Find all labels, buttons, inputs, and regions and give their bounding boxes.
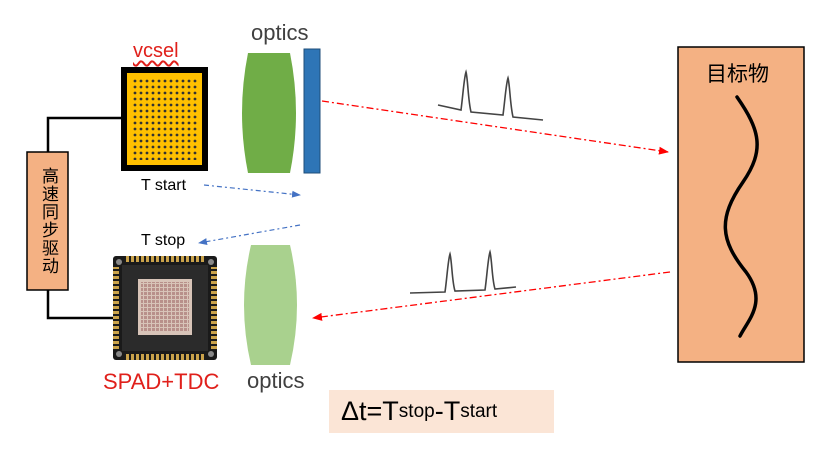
driver-box <box>26 151 69 291</box>
driver-label: 高速同步驱动 <box>38 167 58 275</box>
returning-pulse-waveform <box>409 249 517 294</box>
optics-bottom-label: optics <box>247 368 305 393</box>
formula-start: start <box>460 400 498 422</box>
target-label: 目标物 <box>706 62 769 86</box>
optics-top-label: optics <box>251 20 309 45</box>
outgoing-pulse-waveform <box>437 69 544 121</box>
returning-laser-path <box>312 271 671 321</box>
target-box <box>677 46 805 363</box>
spad-tdc-label: SPAD+TDC <box>103 369 220 394</box>
top-lens <box>242 53 296 173</box>
formula-delta-t: Δt=T <box>341 396 399 426</box>
vcsel-emitter <box>121 67 208 171</box>
vcsel-label: vcsel <box>133 40 179 62</box>
t-start-label: T start <box>141 177 187 194</box>
t-stop-label: T stop <box>141 232 186 249</box>
formula-stop: stop <box>398 400 435 422</box>
target-surface-curve <box>723 95 759 338</box>
bottom-lens <box>244 245 297 365</box>
outgoing-laser-path <box>321 100 669 155</box>
driver-to-vcsel-line <box>46 116 122 152</box>
t-start-path <box>203 184 301 198</box>
driver-to-spad-line <box>46 290 120 320</box>
optical-window <box>303 48 321 174</box>
spad-tdc-chip <box>113 256 217 360</box>
t-stop-path <box>198 224 301 246</box>
formula-minus-t: -T <box>434 396 461 426</box>
